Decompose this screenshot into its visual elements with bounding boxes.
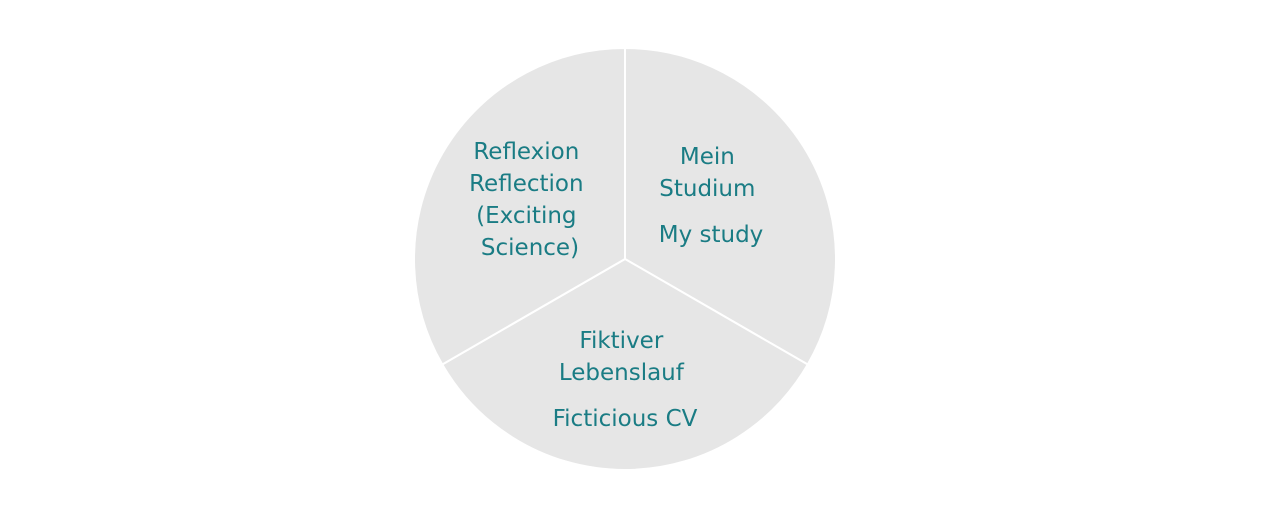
studium-line-1: Mein [680, 144, 735, 170]
reflexion-line-3: (Exciting [476, 203, 576, 229]
studium-line-2: Studium [659, 176, 755, 202]
pie-slice-reflexion [413, 46, 626, 366]
lebenslauf-line-2: Lebenslauf [559, 360, 685, 386]
reflexion-line-4: Science) [481, 235, 579, 261]
pie-slice-lebenslauf [440, 257, 810, 471]
reflexion-line-2: Reflection [469, 171, 583, 197]
studium-line-4: My study [659, 222, 764, 248]
lebenslauf-line-1: Fiktiver [579, 328, 663, 354]
reflexion-line-1: Reflexion [473, 139, 579, 165]
pie-slice-studium [624, 46, 837, 366]
segment-label-studium: Mein Studium My study [659, 144, 764, 248]
segment-label-lebenslauf: Fiktiver Lebenslauf Ficticious CV [553, 328, 698, 432]
lebenslauf-line-4: Ficticious CV [553, 406, 698, 432]
segment-label-reflexion: Reflexion Reflection (Exciting Science) [469, 139, 591, 261]
